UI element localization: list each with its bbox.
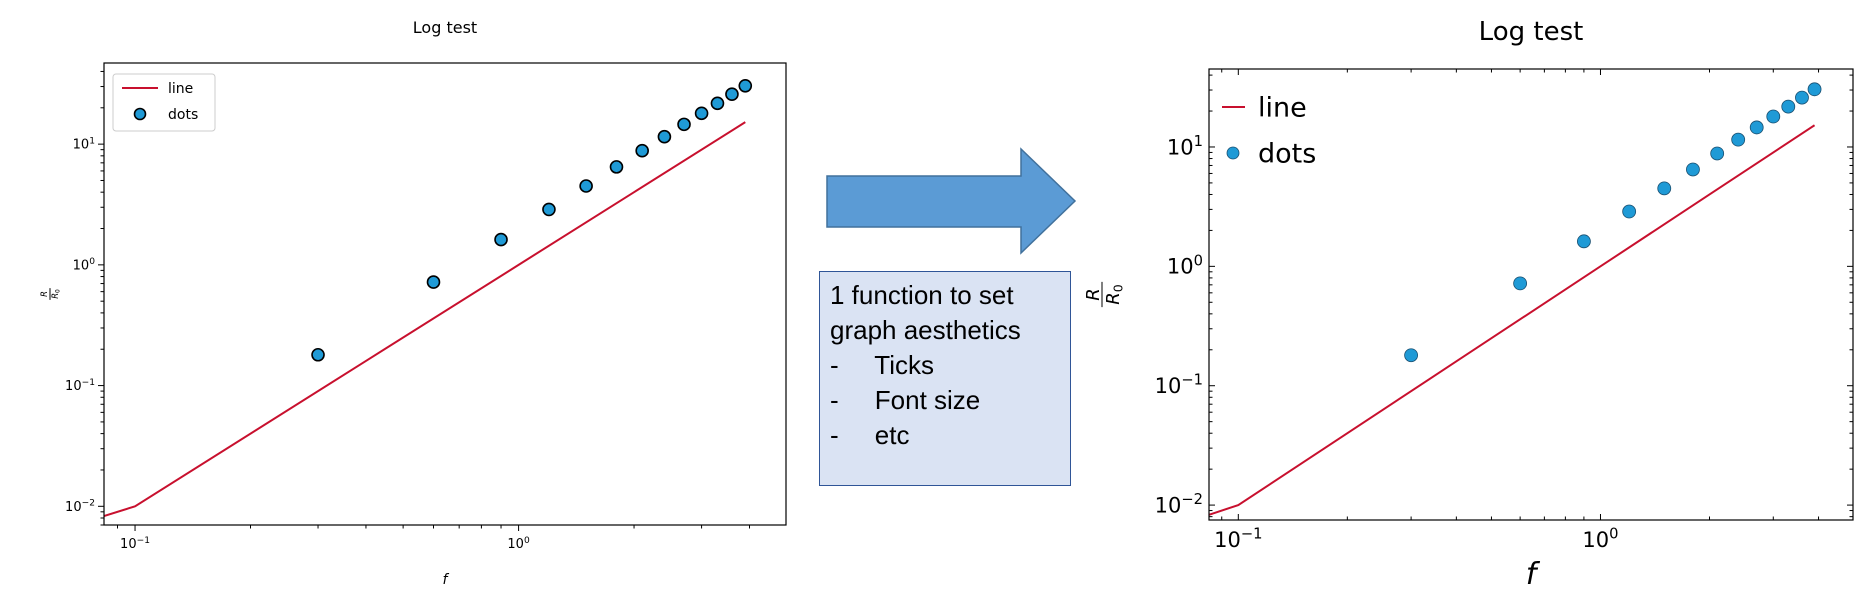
aesthetics-note-box: 1 function to set graph aesthetics - Tic… — [819, 271, 1071, 486]
data-point — [1710, 146, 1725, 161]
chart-title: Log test — [413, 18, 477, 37]
data-point — [694, 106, 709, 121]
data-point — [1766, 109, 1781, 124]
y-tick-label: 10−2 — [1155, 491, 1203, 517]
legend-label-line: line — [1258, 92, 1307, 123]
tick-base: 10 — [65, 379, 82, 394]
data-point — [1657, 181, 1672, 196]
plot-area — [104, 79, 753, 518]
tick-exponent: 0 — [1194, 252, 1203, 269]
y-tick-label: 10−1 — [65, 378, 95, 394]
legend-dot-swatch — [1226, 146, 1240, 160]
data-point — [494, 232, 508, 247]
tick-base: 10 — [73, 138, 90, 153]
y-tick-label: 10−2 — [65, 499, 95, 515]
data-point — [1795, 90, 1809, 105]
data-point — [635, 143, 649, 158]
note-line: - Ticks — [830, 350, 934, 380]
data-point — [1513, 276, 1528, 291]
y-label-denominator: R0 — [50, 289, 62, 299]
tick-base: 10 — [1167, 255, 1194, 279]
y-tick-label: 10−1 — [1155, 372, 1203, 398]
note-line: - etc — [830, 420, 910, 450]
data-point — [738, 79, 753, 93]
tick-exponent: −2 — [1181, 491, 1203, 508]
y-label-numerator: R — [1083, 288, 1104, 301]
data-point — [1686, 162, 1700, 177]
tick-base: 10 — [73, 258, 90, 273]
chart-title: Log test — [1479, 17, 1584, 47]
tick-base: 10 — [1167, 135, 1194, 159]
data-point — [710, 96, 725, 111]
note-line: - Font size — [830, 385, 981, 415]
series-line — [1209, 124, 1816, 516]
tick-exponent: 1 — [89, 136, 95, 146]
x-tick-label: 10−1 — [120, 536, 150, 552]
legend-dot-swatch — [133, 107, 147, 121]
tick-exponent: −1 — [1241, 526, 1263, 543]
data-point — [725, 87, 739, 102]
data-point — [1622, 204, 1637, 219]
tick-exponent: −1 — [1181, 372, 1203, 389]
tick-base: 10 — [1155, 374, 1182, 398]
plot-area — [1209, 82, 1822, 516]
tick-exponent: 0 — [524, 536, 530, 546]
data-point — [657, 129, 672, 144]
tick-exponent: −1 — [82, 378, 95, 388]
legend: line dots — [112, 73, 216, 132]
tick-exponent: 0 — [89, 257, 95, 267]
legend: line dots — [1222, 92, 1316, 169]
data-point — [542, 202, 556, 217]
subscript: 0 — [1111, 284, 1126, 292]
data-point — [1577, 234, 1591, 249]
data-point — [677, 117, 691, 132]
tick-base: 10 — [1155, 493, 1182, 517]
data-point — [1807, 82, 1822, 97]
tick-base: 10 — [1214, 528, 1241, 552]
axes-frame — [1208, 68, 1854, 521]
data-point — [426, 275, 441, 289]
y-tick-label: 101 — [73, 136, 95, 152]
y-tick-label: 100 — [1167, 252, 1203, 278]
legend-label-dots: dots — [168, 107, 198, 123]
data-point — [1404, 348, 1419, 363]
note-line: graph aesthetics — [830, 315, 1021, 345]
tick-exponent: 0 — [1609, 526, 1618, 543]
tick-exponent: −1 — [137, 536, 150, 546]
data-point — [1749, 120, 1764, 135]
right-arrow-icon — [826, 147, 1077, 255]
tick-base: 10 — [1582, 528, 1609, 552]
y-tick-label: 101 — [1167, 133, 1203, 159]
note-line: 1 function to set — [830, 280, 1014, 310]
data-point — [579, 179, 593, 193]
tick-exponent: −2 — [82, 499, 95, 509]
axes-frame — [103, 62, 787, 526]
y-label-numerator: R — [39, 291, 49, 297]
tick-base: 10 — [65, 500, 82, 515]
x-axis-label: f — [443, 572, 450, 588]
tick-exponent: 1 — [1194, 133, 1203, 150]
y-tick-label: 100 — [73, 257, 96, 273]
data-point — [1731, 132, 1746, 147]
tick-base: 10 — [120, 537, 137, 552]
x-tick-label: 10−1 — [1214, 526, 1262, 552]
data-point — [609, 160, 624, 174]
legend-label-line: line — [168, 81, 193, 97]
series-line — [104, 121, 746, 518]
legend-label-dots: dots — [1258, 138, 1316, 169]
tick-base: 10 — [507, 537, 524, 552]
x-tick-label: 100 — [1582, 526, 1618, 552]
subscript: 0 — [56, 289, 62, 293]
data-point — [311, 347, 325, 362]
data-point — [1781, 99, 1796, 114]
x-tick-label: 100 — [507, 536, 530, 552]
